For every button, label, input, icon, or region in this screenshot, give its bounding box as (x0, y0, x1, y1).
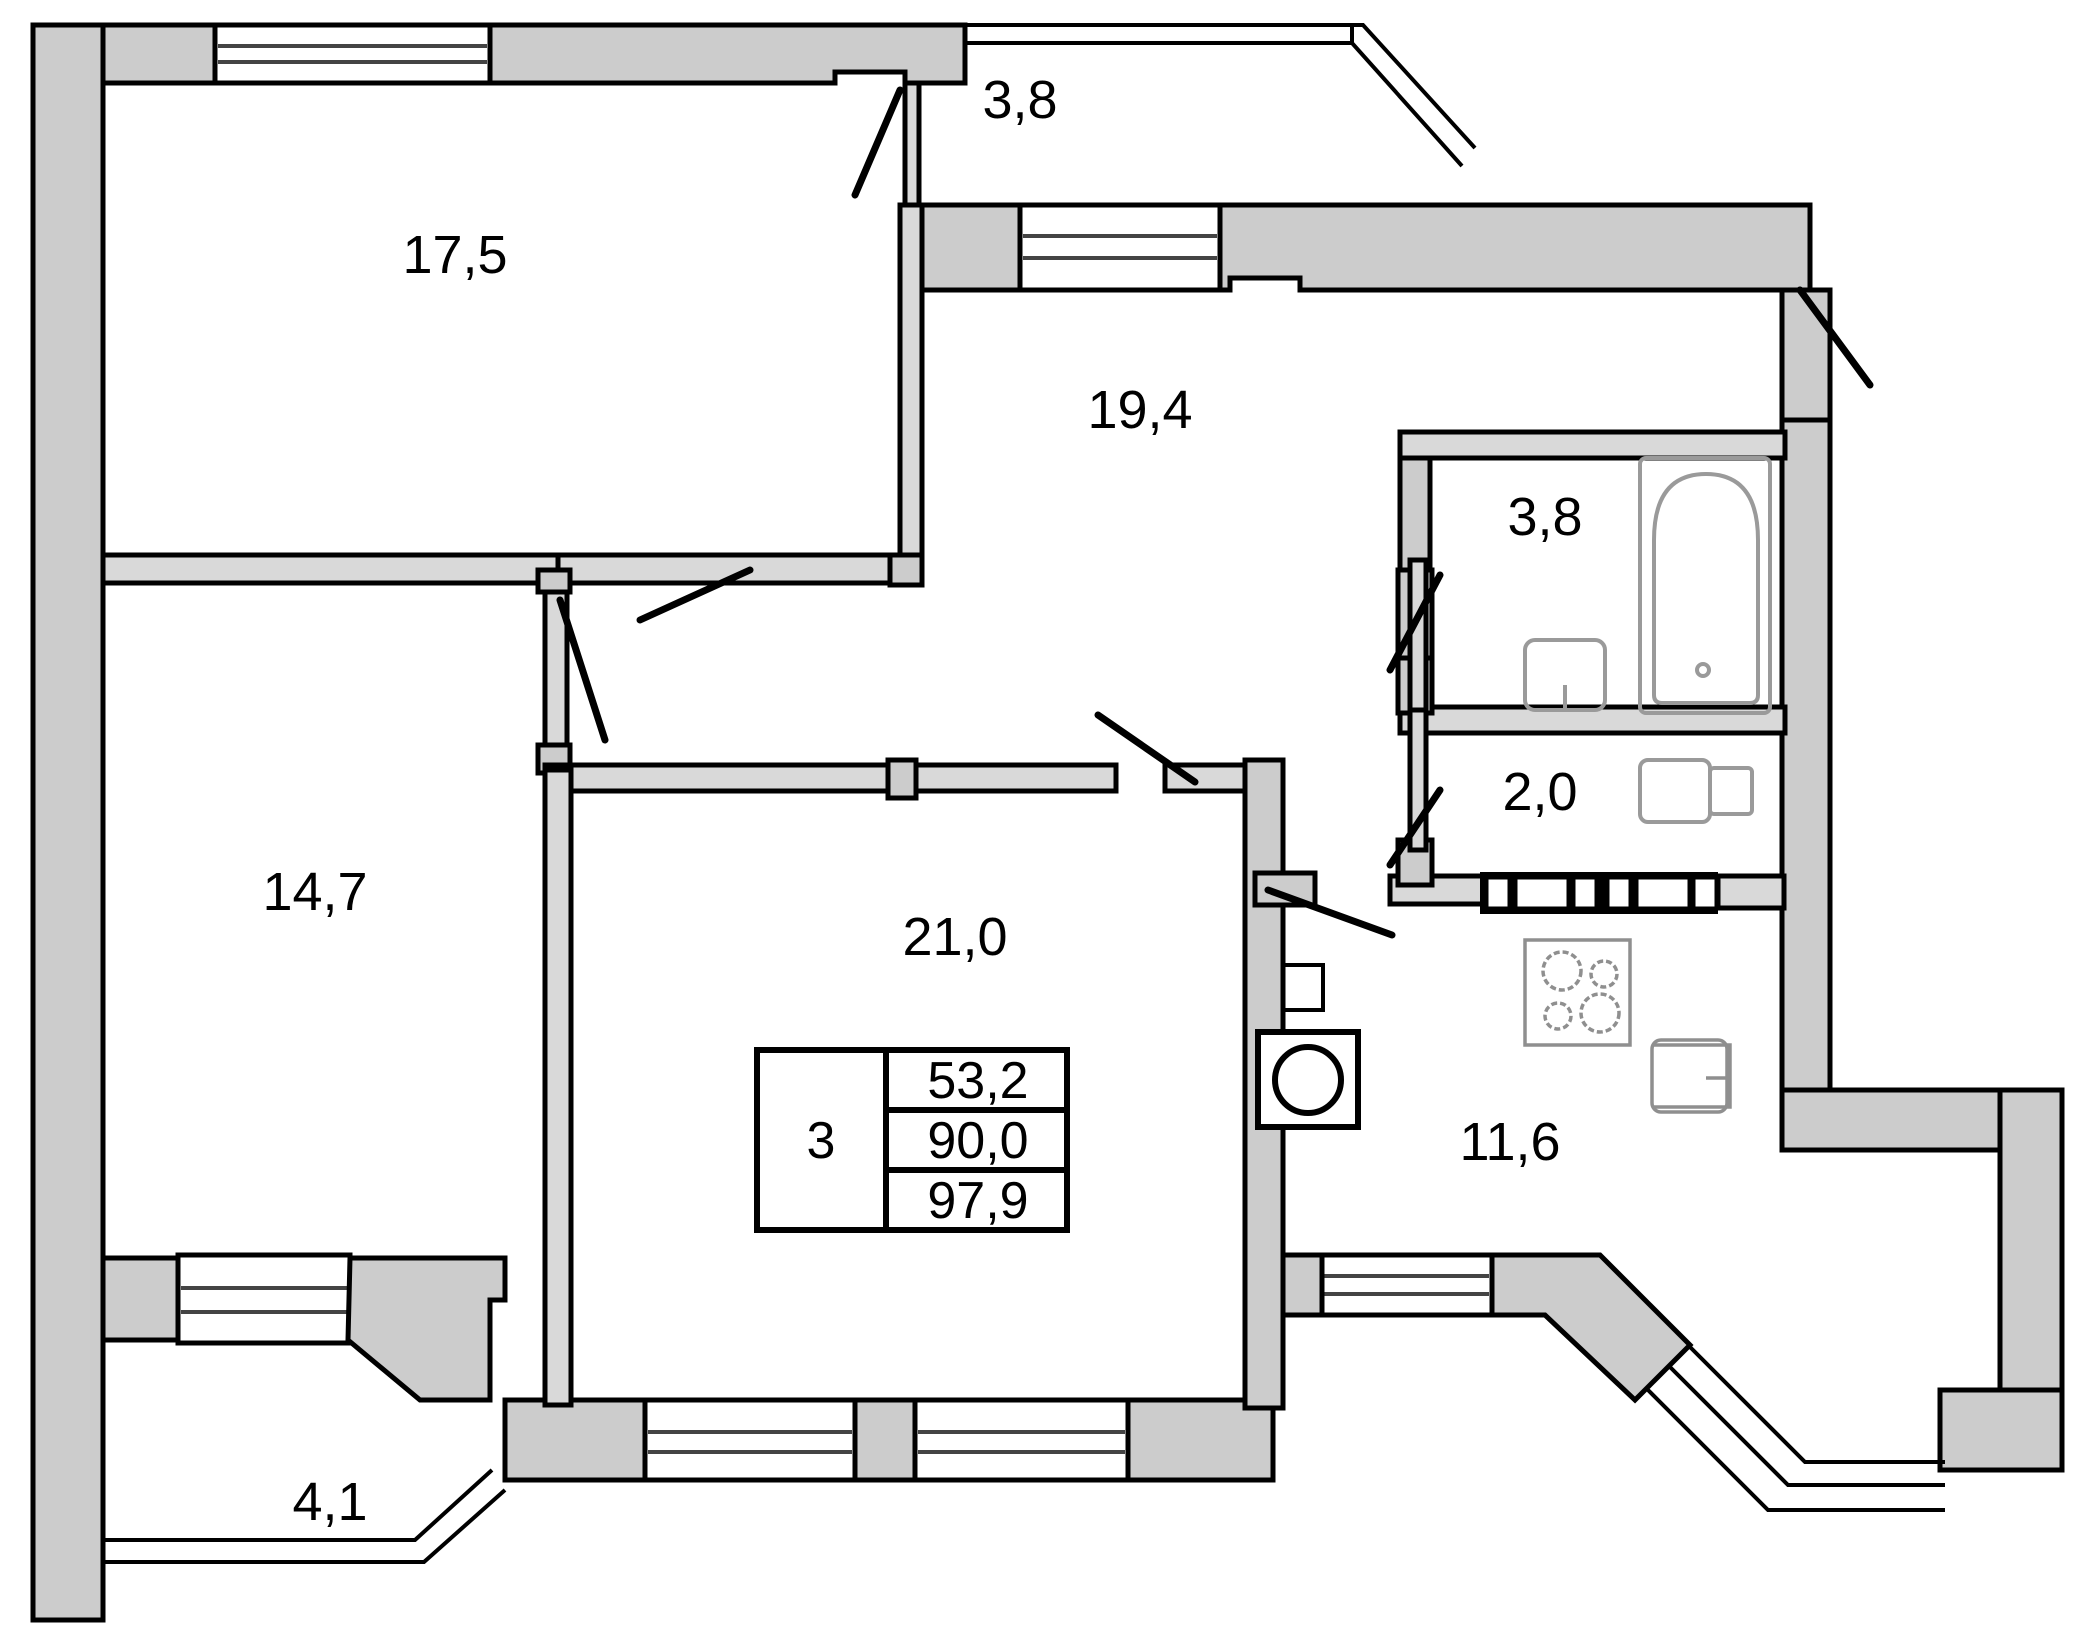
balcony-doors (851, 80, 922, 208)
toilet-icon (1638, 758, 1754, 824)
niche-hall-wall (1281, 963, 1325, 1012)
door-balcony-top-leaf (851, 86, 904, 199)
info-total-balconies: 97,9 (927, 1172, 1028, 1230)
window-hall-top (1017, 202, 1223, 293)
wall-bedroom1-bottom-left (100, 552, 561, 586)
info-living-area: 53,2 (927, 1052, 1028, 1110)
label-bathroom: 3,8 (1507, 487, 1582, 547)
washbasin-icon (1523, 638, 1607, 712)
door-bedroom1-leaf (636, 566, 754, 624)
entrance-door-leaf (1796, 286, 1874, 389)
info-rooms-count: 3 (807, 1112, 836, 1170)
wall-balcony-left-angled (345, 1255, 508, 1403)
balcony-left-railing (103, 1468, 507, 1564)
cooktop-icon (1523, 938, 1632, 1047)
window-bedroom1-top (212, 22, 493, 86)
bathtub-icon (1638, 456, 1772, 715)
label-bedroom-1: 17,5 (402, 225, 507, 285)
wall-living-top-mullion (885, 757, 919, 801)
washing-machine-icon (1255, 1029, 1361, 1130)
wall-top-main (487, 22, 968, 86)
kitchen-sink-icon (1650, 1038, 1732, 1114)
balcony-top-railing (965, 23, 1477, 168)
wall-top-left-pier (100, 22, 218, 86)
label-balcony-top: 3,8 (982, 70, 1057, 130)
wall-bath-top (1397, 429, 1788, 461)
wall-right-exterior-upper (1779, 417, 1833, 1093)
wall-node-b (535, 567, 573, 595)
wall-living-bottom-right-pier (1125, 1397, 1276, 1483)
wall-living-top-right (913, 762, 1119, 794)
door-wc-leaf (1386, 786, 1444, 869)
wall-left-exterior (30, 22, 106, 1623)
wall-balcony-right-pier (1937, 1387, 2065, 1473)
wall-living-bottom-mullion (852, 1397, 918, 1483)
wall-balcony-left-pier (100, 1255, 181, 1343)
label-kitchen: 11,6 (1459, 1112, 1560, 1172)
window-bedroom2-lower (175, 1252, 353, 1346)
label-wc: 2,0 (1502, 762, 1577, 822)
balcony-right-railing (1646, 1345, 1945, 1512)
label-balcony-left: 4,1 (292, 1472, 367, 1532)
label-bedroom-2: 14,7 (262, 862, 367, 922)
wall-hall-top-right (1217, 202, 1813, 293)
area-labels: 3,8 17,5 19,4 3,8 14,7 2,0 21,0 11,6 4,1 (262, 70, 1582, 1532)
wall-living-left (542, 767, 574, 1408)
info-table: 3 53,2 90,0 97,9 (754, 1047, 1070, 1233)
door-bathroom-leaf (1386, 571, 1444, 674)
wall-bedroom1-hall (897, 202, 925, 583)
exterior-walls (30, 22, 2065, 1623)
wall-far-right-vertical (1997, 1087, 2065, 1393)
wall-living-top-left (542, 762, 898, 794)
fixtures (1255, 456, 1772, 1130)
window-kitchen (1317, 1252, 1495, 1318)
door-living-leaf (1094, 711, 1199, 786)
door-bedroom2-leaf (556, 596, 609, 744)
ventilation-duct-group (1480, 872, 1787, 914)
door-kitchen-leaf (1264, 886, 1396, 939)
wall-wc-left-thin (1407, 557, 1429, 713)
door-balcony-top-frame (902, 80, 922, 208)
wall-living-bottom-left-pier (502, 1397, 648, 1483)
window-living-left (642, 1397, 858, 1483)
wall-entrance-jamb (1779, 287, 1833, 423)
wall-node-a (887, 552, 925, 588)
window-living-right (912, 1397, 1131, 1483)
info-total-area: 90,0 (927, 1112, 1028, 1170)
label-hall: 19,4 (1087, 380, 1192, 440)
label-living: 21,0 (902, 907, 1007, 967)
